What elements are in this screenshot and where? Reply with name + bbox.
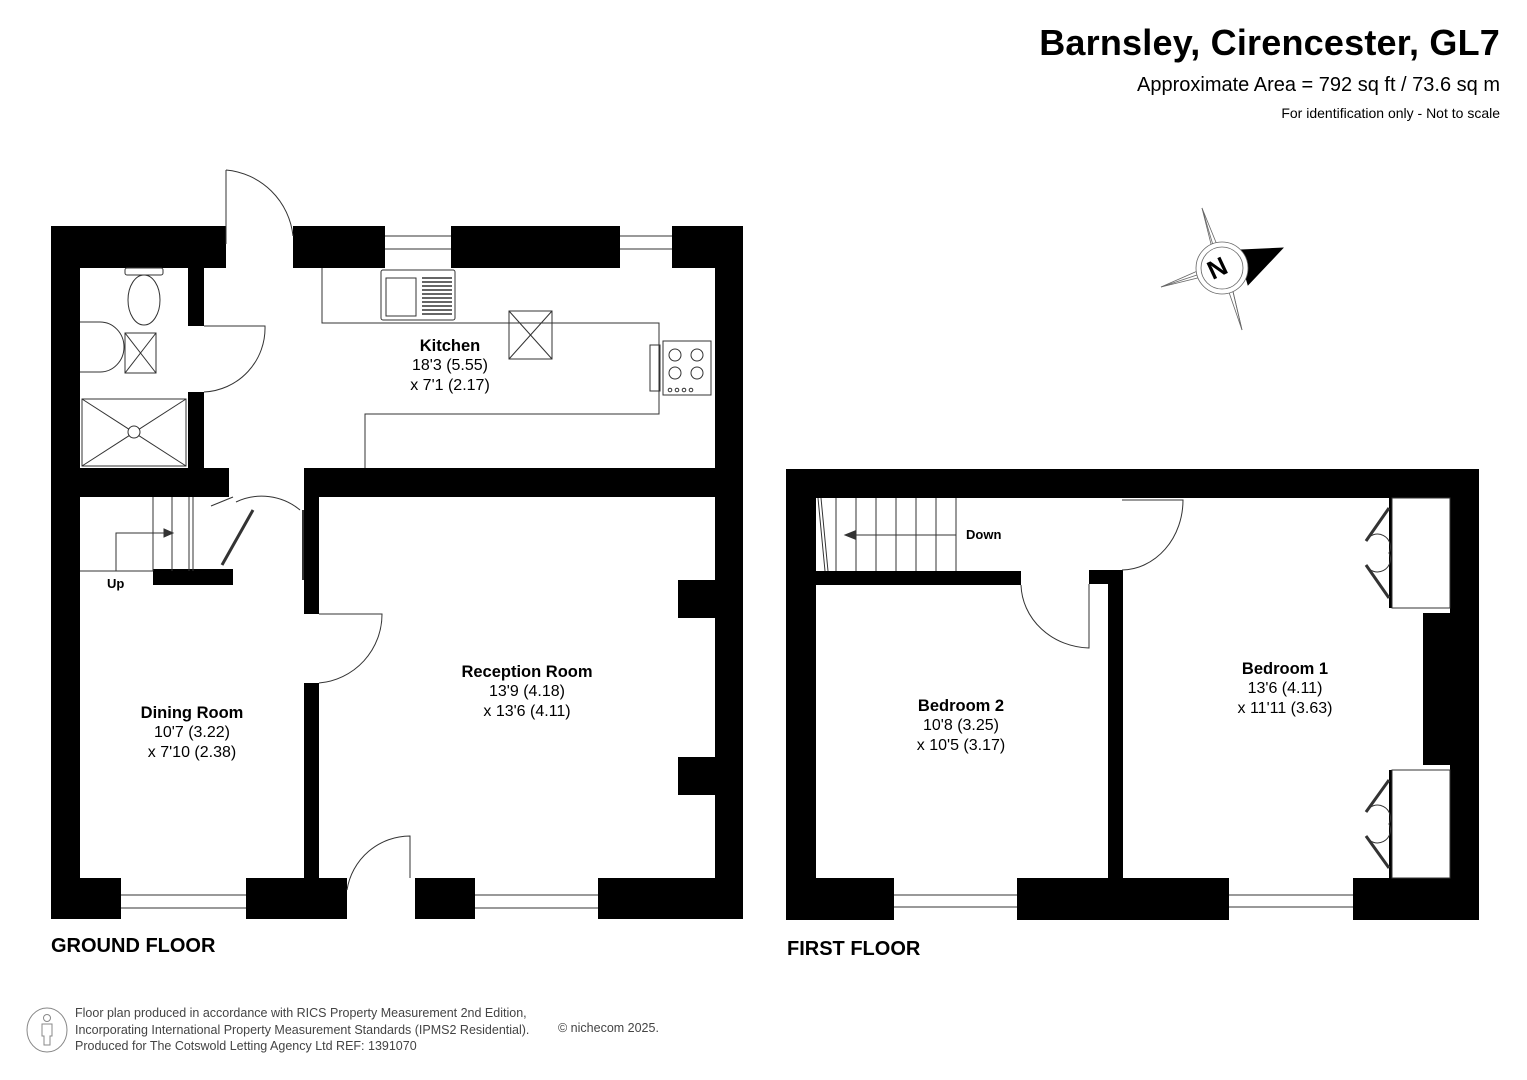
first-floor-label: FIRST FLOOR: [787, 938, 921, 960]
room-bedroom-2: Bedroom 2 10'8 (3.25) x 10'5 (3.17): [917, 696, 1005, 756]
footer-disclaimer: Floor plan produced in accordance with R…: [75, 1005, 529, 1055]
stairs-up-label: Up: [107, 576, 125, 591]
room-kitchen: Kitchen 18'3 (5.55) x 7'1 (2.17): [410, 336, 490, 396]
footer-line: Incorporating International Property Mea…: [75, 1022, 530, 1037]
room-name: Dining Room: [140, 704, 244, 722]
property-title: Barnsley, Cirencester, GL7: [1039, 22, 1500, 63]
room-dining-room: Dining Room 10'7 (3.22) x 7'10 (2.38): [141, 703, 244, 763]
footer-line: Floor plan produced in accordance with R…: [75, 1006, 527, 1020]
kitchen-fittings: [321, 268, 712, 468]
room-dimension: x 7'1 (2.17): [410, 377, 490, 394]
bathroom-fittings: [80, 267, 187, 467]
room-dimension: x 11'11 (3.63): [1237, 700, 1333, 717]
ground-floor-windows: [121, 226, 672, 919]
north-compass-icon: [1160, 207, 1284, 331]
room-dimension: 13'6 (4.11): [1247, 680, 1323, 697]
room-reception-room: Reception Room 13'9 (4.18) x 13'6 (4.11): [461, 662, 592, 722]
room-dimension: 10'8 (3.25): [923, 717, 999, 734]
room-dimension: 10'7 (3.22): [154, 724, 230, 741]
scale-disclaimer: For identification only - Not to scale: [1281, 105, 1500, 121]
room-bedroom-1: Bedroom 1 13'6 (4.11) x 11'11 (3.63): [1238, 659, 1333, 719]
room-name: Bedroom 1: [1241, 660, 1329, 678]
approximate-area: Approximate Area = 792 sq ft / 73.6 sq m: [1137, 74, 1500, 96]
room-name: Kitchen: [419, 337, 481, 355]
first-floor-stairs: [817, 497, 957, 572]
room-dimension: 13'9 (4.18): [489, 683, 565, 700]
first-floor-doors: [1020, 497, 1451, 879]
copyright-notice: © nichecom 2025.: [558, 1021, 659, 1035]
room-dimension: x 7'10 (2.38): [147, 744, 237, 761]
room-dimension: x 13'6 (4.11): [483, 703, 571, 720]
ground-floor-plan: [51, 226, 743, 919]
footer-line: Produced for The Cotswold Letting Agency…: [75, 1039, 417, 1053]
stairs-down-label: Down: [966, 527, 1002, 542]
room-name: Bedroom 2: [917, 697, 1005, 715]
room-dimension: x 10'5 (3.17): [916, 737, 1006, 754]
room-dimension: 18'3 (5.55): [411, 357, 488, 374]
first-floor-windows: [894, 878, 1353, 920]
ground-floor-label: GROUND FLOOR: [51, 935, 216, 957]
ground-floor-doors: [203, 169, 411, 891]
first-floor-plan: [786, 469, 1479, 920]
ground-floor-stairs: [80, 497, 194, 572]
room-name: Reception Room: [461, 663, 593, 681]
